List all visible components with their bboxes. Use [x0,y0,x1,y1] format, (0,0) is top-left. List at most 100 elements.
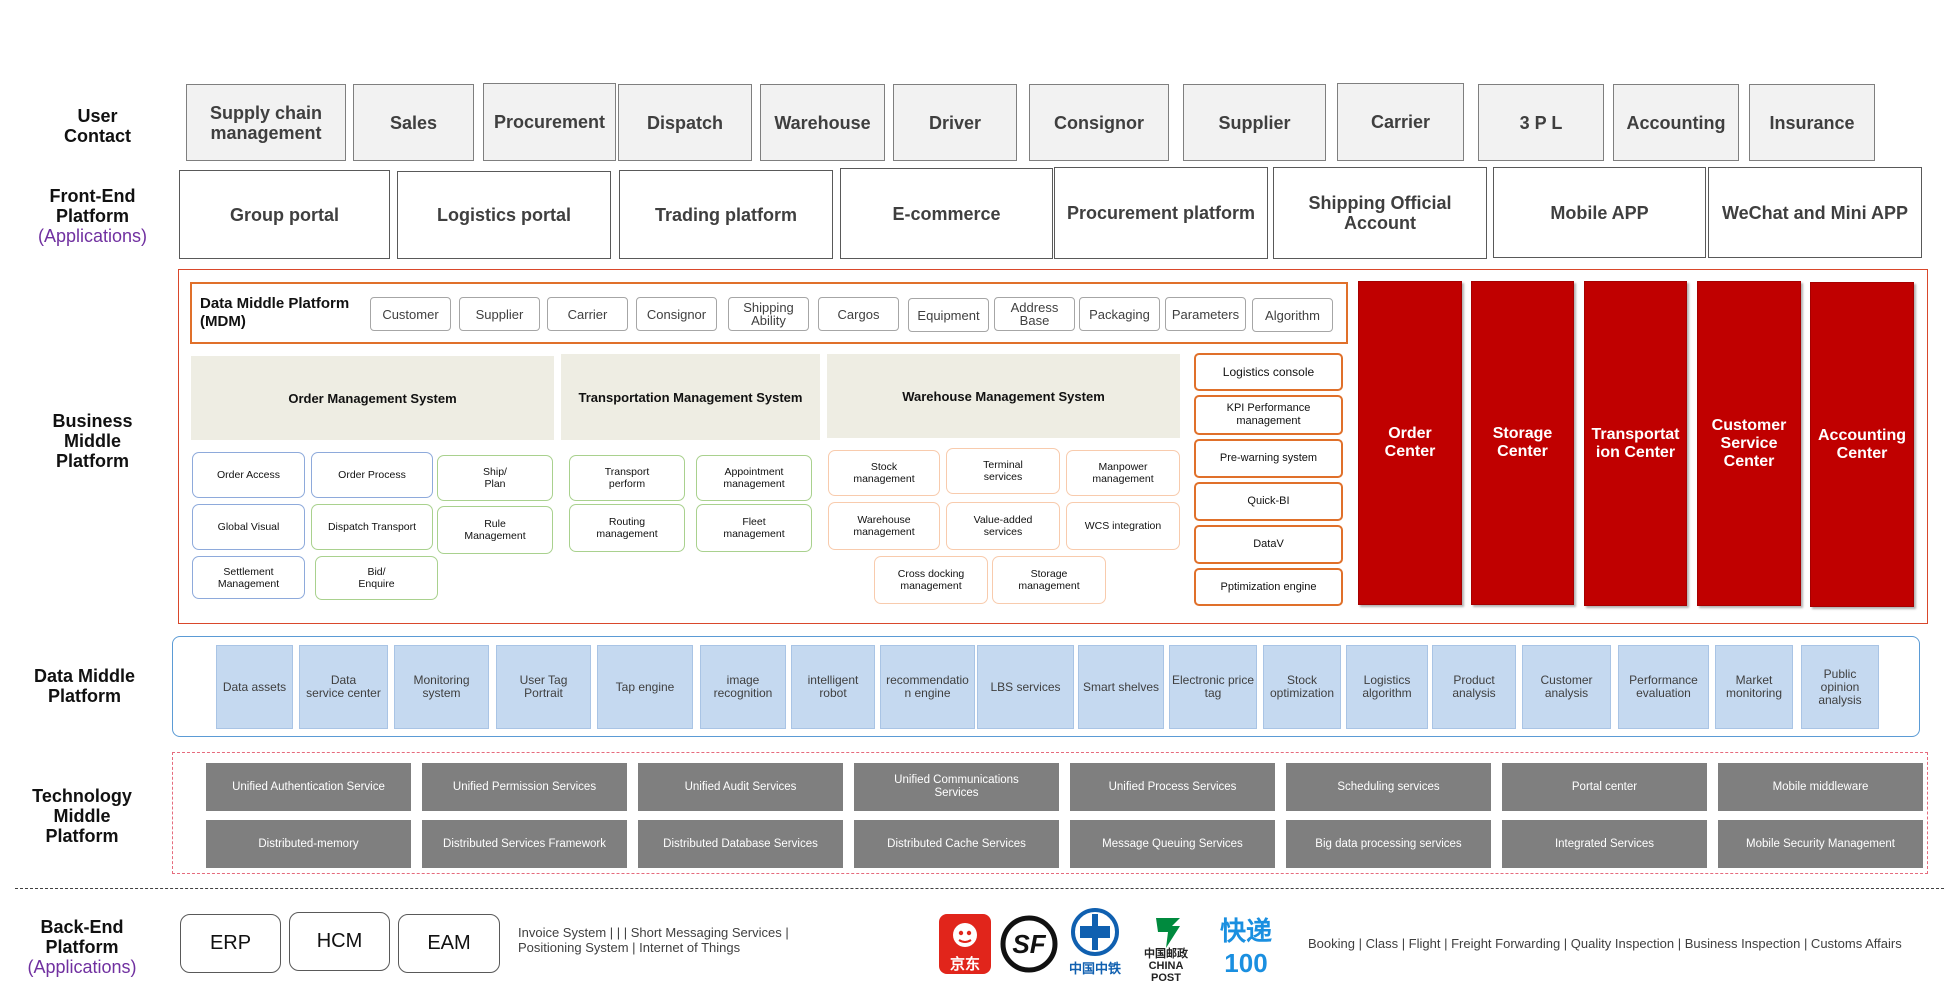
tool-optimization-engine[interactable]: Pptimization engine [1194,568,1343,606]
tech-unified-audit[interactable]: Unified Audit Services [638,763,843,811]
customer-service-center[interactable]: Customer Service Center [1697,281,1801,606]
dm-performance-evaluation[interactable]: Performance evaluation [1618,645,1709,729]
user-contact-insurance[interactable]: Insurance [1749,84,1875,161]
tech-portal-center[interactable]: Portal center [1502,763,1707,811]
dm-public-opinion-analysis[interactable]: Public opinion analysis [1801,645,1879,729]
order-center[interactable]: Order Center [1358,281,1462,605]
mdm-item-algorithm[interactable]: Algorithm [1252,298,1333,332]
tech-unified-communications[interactable]: Unified Communications Services [854,763,1059,811]
mdm-item-address-base[interactable]: Address Base [994,297,1075,331]
tech-distributed-services-framework[interactable]: Distributed Services Framework [422,820,627,868]
dm-customer-analysis[interactable]: Customer analysis [1522,645,1611,729]
user-contact-dispatch[interactable]: Dispatch [618,84,752,161]
tool-datav[interactable]: DataV [1194,525,1343,564]
dm-logistics-algorithm[interactable]: Logistics algorithm [1346,645,1428,729]
oms-order-access[interactable]: Order Access [192,452,305,498]
mdm-item-equipment[interactable]: Equipment [908,298,989,332]
oms-order-process[interactable]: Order Process [311,452,433,498]
backend-eam[interactable]: EAM [398,914,500,973]
user-contact-carrier[interactable]: Carrier [1337,83,1464,161]
tech-integrated-services[interactable]: Integrated Services [1502,820,1707,868]
front-end-shipping-official-account[interactable]: Shipping Official Account [1273,167,1487,259]
user-contact-accounting[interactable]: Accounting [1613,84,1739,161]
tool-pre-warning[interactable]: Pre-warning system [1194,439,1343,478]
dm-smart-shelves[interactable]: Smart shelves [1078,645,1164,729]
front-end-logistics-portal[interactable]: Logistics portal [397,171,611,259]
dm-user-tag-portrait[interactable]: User Tag Portrait [496,645,591,729]
wms-value-added-services[interactable]: Value-added services [946,502,1060,550]
front-end-procurement-platform[interactable]: Procurement platform [1054,167,1268,259]
mdm-item-carrier[interactable]: Carrier [547,297,628,331]
tech-unified-process[interactable]: Unified Process Services [1070,763,1275,811]
tms-appointment-management[interactable]: Appointment management [696,455,812,501]
front-end-group-portal[interactable]: Group portal [179,170,390,259]
user-contact-consignor[interactable]: Consignor [1029,84,1169,161]
oms-settlement-management[interactable]: Settlement Management [192,556,305,599]
front-end-mobile-app[interactable]: Mobile APP [1493,167,1706,258]
tms-fleet-management[interactable]: Fleet management [696,504,812,552]
dm-data-assets[interactable]: Data assets [216,645,293,729]
user-contact-sales[interactable]: Sales [353,84,474,161]
dm-lbs-services[interactable]: LBS services [977,645,1074,729]
wms-stock-management[interactable]: Stock management [828,450,940,496]
user-contact-warehouse[interactable]: Warehouse [760,84,885,161]
oms-bid-enquire[interactable]: Bid/ Enquire [315,556,438,600]
tms-transport-perform[interactable]: Transport perform [569,455,685,501]
dm-data-service-center[interactable]: Data service center [299,645,388,729]
dm-stock-optimization[interactable]: Stock optimization [1263,645,1341,729]
user-contact-procurement[interactable]: Procurement [483,83,616,161]
dm-recommendation-engine[interactable]: recommendatio n engine [880,645,975,729]
dm-intelligent-robot[interactable]: intelligent robot [791,645,875,729]
tech-distributed-cache[interactable]: Distributed Cache Services [854,820,1059,868]
dm-image-recognition[interactable]: image recognition [700,645,786,729]
tech-mobile-middleware[interactable]: Mobile middleware [1718,763,1923,811]
mdm-item-customer[interactable]: Customer [370,297,451,331]
sf-logo-icon: SF [1000,912,1058,976]
wms-wcs-integration[interactable]: WCS integration [1066,502,1180,550]
wms-terminal-services[interactable]: Terminal services [946,448,1060,494]
front-end-trading-platform[interactable]: Trading platform [619,170,833,259]
wms-storage-management[interactable]: Storage management [992,556,1106,604]
user-contact-3pl[interactable]: 3 P L [1478,84,1604,161]
tech-mobile-security[interactable]: Mobile Security Management [1718,820,1923,868]
backend-hcm[interactable]: HCM [289,912,390,971]
tech-distributed-memory[interactable]: Distributed-memory [206,820,411,868]
mdm-item-supplier[interactable]: Supplier [459,297,540,331]
dm-market-monitoring[interactable]: Market monitoring [1715,645,1793,729]
front-end-ecommerce[interactable]: E-commerce [840,168,1053,259]
storage-center[interactable]: Storage Center [1471,281,1574,605]
wms-manpower-management[interactable]: Manpower management [1066,450,1180,496]
tech-unified-permission[interactable]: Unified Permission Services [422,763,627,811]
tool-kpi-performance[interactable]: KPI Performance management [1194,395,1343,435]
oms-ship-plan[interactable]: Ship/ Plan [437,455,553,501]
front-end-wechat-mini-app[interactable]: WeChat and Mini APP [1708,167,1922,258]
tech-message-queuing[interactable]: Message Queuing Services [1070,820,1275,868]
tech-scheduling[interactable]: Scheduling services [1286,763,1491,811]
dm-electronic-price-tag[interactable]: Electronic price tag [1169,645,1257,729]
tech-unified-authentication[interactable]: Unified Authentication Service [206,763,411,811]
oms-dispatch-transport[interactable]: Dispatch Transport [311,504,433,550]
user-contact-supply-chain[interactable]: Supply chain management [186,84,346,161]
mdm-item-packaging[interactable]: Packaging [1079,297,1160,331]
transportation-center[interactable]: Transportat ion Center [1584,281,1687,606]
tech-distributed-database[interactable]: Distributed Database Services [638,820,843,868]
accounting-center[interactable]: Accounting Center [1810,282,1914,607]
mdm-item-shipping-ability[interactable]: Shipping Ability [728,297,809,331]
user-contact-driver[interactable]: Driver [893,84,1017,161]
wms-cross-docking-management[interactable]: Cross docking management [874,556,988,604]
mdm-item-parameters[interactable]: Parameters [1165,297,1246,331]
tech-big-data-processing[interactable]: Big data processing services [1286,820,1491,868]
backend-erp[interactable]: ERP [180,914,281,973]
user-contact-supplier[interactable]: Supplier [1183,84,1326,161]
dm-product-analysis[interactable]: Product analysis [1432,645,1516,729]
oms-global-visual[interactable]: Global Visual [192,504,305,550]
dm-monitoring-system[interactable]: Monitoring system [394,645,489,729]
dm-tap-engine[interactable]: Tap engine [597,645,693,729]
mdm-item-cargos[interactable]: Cargos [818,297,899,331]
mdm-item-consignor[interactable]: Consignor [636,297,717,331]
tms-routing-management[interactable]: Routing management [569,504,685,552]
tool-logistics-console[interactable]: Logistics console [1194,353,1343,391]
tool-quick-bi[interactable]: Quick-BI [1194,482,1343,521]
wms-warehouse-management[interactable]: Warehouse management [828,502,940,550]
oms-rule-management[interactable]: Rule Management [437,506,553,554]
